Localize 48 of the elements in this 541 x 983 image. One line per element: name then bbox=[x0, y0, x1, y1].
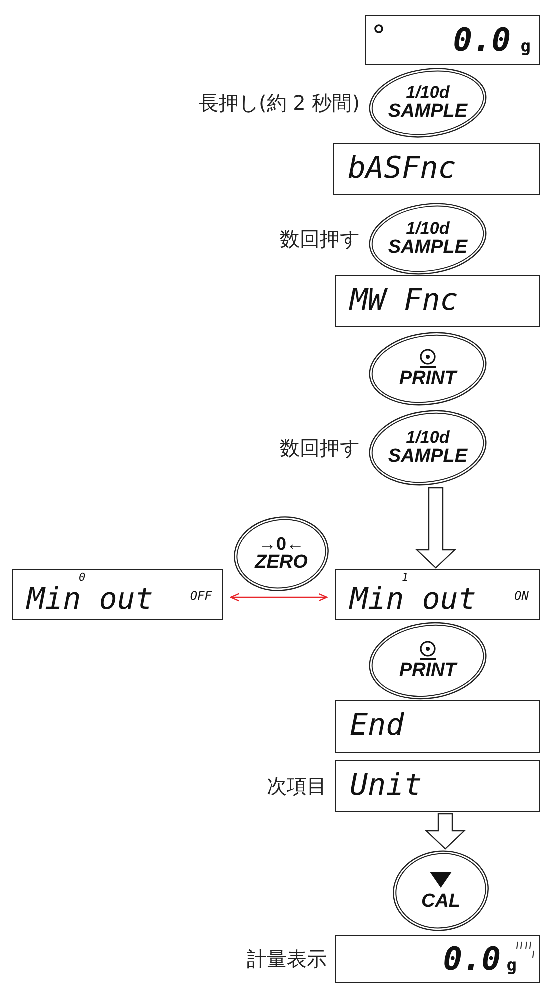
key-label: SAMPLE bbox=[388, 102, 468, 122]
key-button bbox=[233, 516, 330, 592]
key-button bbox=[368, 68, 488, 138]
key-label: SAMPLE bbox=[388, 238, 468, 258]
setting-number: 1 bbox=[402, 572, 409, 583]
display-reading: 0.0 bbox=[443, 943, 501, 975]
key-label: →0← bbox=[258, 534, 304, 554]
unit-symbol: g bbox=[506, 958, 517, 975]
display-reading: bASFnc bbox=[348, 154, 456, 184]
key-label: PRINT bbox=[400, 661, 456, 681]
display-reading: MW Fnc bbox=[350, 286, 458, 316]
block-arrow bbox=[416, 487, 456, 569]
lcd-display bbox=[365, 15, 540, 65]
step-label: 数回押す bbox=[280, 226, 360, 253]
key-label: 1/10d bbox=[406, 429, 450, 447]
key-label: 1/10d bbox=[406, 84, 450, 102]
display-reading: 0.0 bbox=[453, 24, 511, 56]
double-arrow bbox=[230, 593, 328, 602]
display-reading: Min out bbox=[27, 585, 154, 615]
lcd-display bbox=[335, 935, 540, 983]
key-button bbox=[368, 203, 488, 275]
step-label: 計量表示 bbox=[247, 946, 327, 973]
display-reading: End bbox=[350, 711, 404, 741]
key-label: 1/10d bbox=[406, 220, 450, 238]
step-label: 長押し(約 2 秒間) bbox=[198, 90, 360, 117]
lcd-display bbox=[12, 569, 223, 620]
key-label: PRINT bbox=[400, 369, 456, 389]
lcd-display bbox=[335, 569, 540, 620]
block-arrow bbox=[425, 813, 466, 850]
lcd-display bbox=[333, 143, 540, 195]
display-reading: Unit bbox=[350, 771, 422, 801]
key-button bbox=[368, 622, 488, 700]
key-button bbox=[368, 410, 488, 486]
step-label: 次項目 bbox=[267, 773, 327, 800]
key-button bbox=[368, 332, 488, 406]
lcd-display bbox=[335, 275, 540, 327]
key-label: ZERO bbox=[255, 553, 308, 574]
lcd-display bbox=[335, 700, 540, 753]
lcd-display bbox=[335, 760, 540, 812]
unit-symbol: g bbox=[520, 39, 531, 56]
display-reading: Min out bbox=[350, 585, 476, 615]
setting-state: ON bbox=[514, 590, 529, 602]
step-label: 数回押す bbox=[280, 435, 360, 462]
setting-state: OFF bbox=[190, 590, 212, 602]
key-label: SAMPLE bbox=[388, 446, 468, 467]
key-button bbox=[392, 850, 490, 932]
key-label: CAL bbox=[421, 892, 461, 912]
setting-number: 0 bbox=[79, 572, 86, 583]
